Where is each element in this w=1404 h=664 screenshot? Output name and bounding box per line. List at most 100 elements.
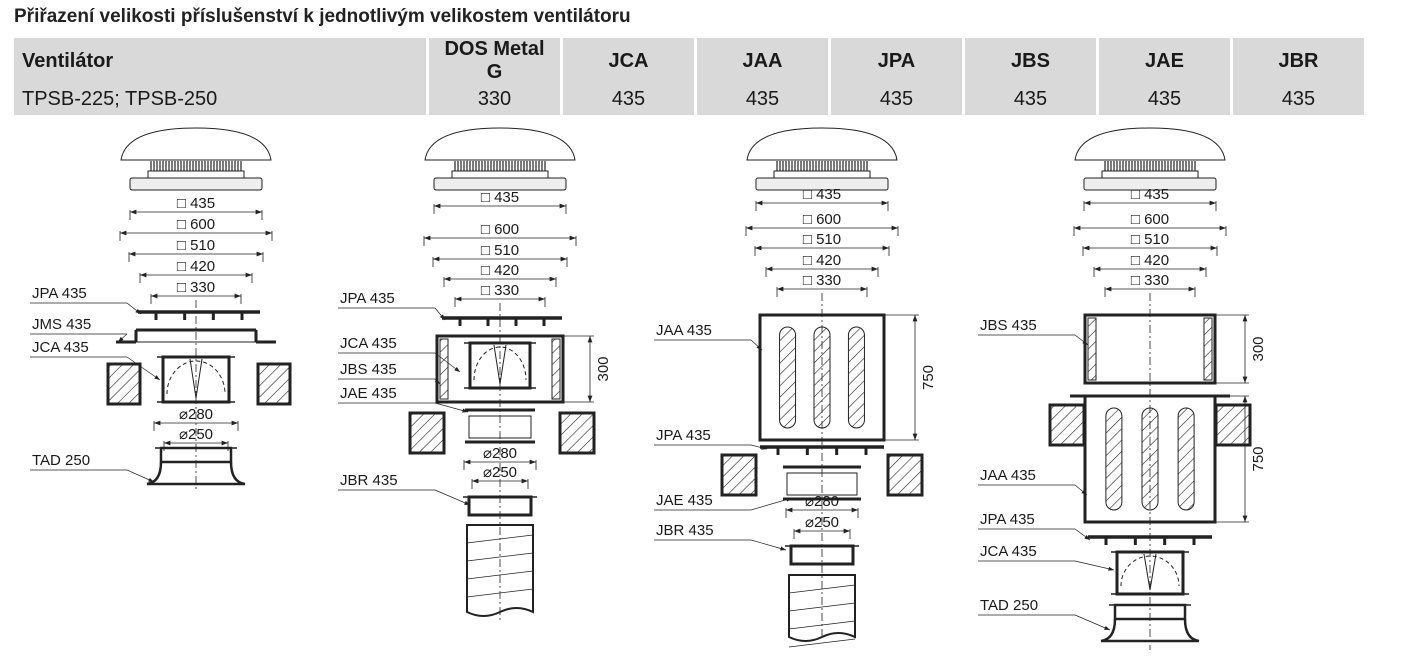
dim-300: 300: [595, 356, 612, 381]
dim-330: □ 330: [177, 279, 215, 296]
wall-section: [256, 362, 292, 406]
dim-d250: ⌀250: [483, 464, 517, 481]
tad-inlet-nozzle: [146, 461, 246, 486]
silencer-baffle: [847, 326, 865, 429]
leader-arrow: [1074, 560, 1115, 571]
component-label: JBR 435: [340, 472, 398, 489]
cell-jbr: 435: [1233, 84, 1364, 115]
dim-750: 750: [920, 365, 937, 390]
dim-750: 750: [1250, 446, 1267, 471]
dim-d250: ⌀250: [179, 426, 213, 443]
header-jae: JAE: [1099, 38, 1230, 84]
wall-section: [886, 453, 924, 497]
dim-d250: ⌀250: [805, 514, 839, 531]
leader-arrow: [434, 352, 461, 373]
component-label: JBR 435: [656, 522, 714, 539]
fan-base-plate: [433, 177, 567, 191]
header-fan: Ventilátor: [14, 38, 426, 84]
duct-hatch: [466, 570, 534, 580]
wall-section: [1214, 403, 1252, 447]
damper-blade: [1143, 553, 1157, 591]
dim-600: □ 600: [177, 216, 215, 233]
leader-arrow: [434, 489, 471, 506]
cell-jaa: 435: [697, 84, 828, 115]
dim-435: □ 435: [177, 195, 215, 212]
duct-hatch: [466, 534, 534, 544]
component-label: JAA 435: [980, 467, 1036, 484]
dim-510: □ 510: [481, 242, 519, 259]
leader-arrow: [126, 469, 155, 483]
damper-flap-icon: [166, 360, 226, 395]
base-frame-jbs: [435, 334, 565, 404]
leader-arrow: [750, 539, 787, 551]
base-frame-jbs: [1083, 313, 1217, 385]
page-title: Přiřazení velikosti příslušenství k jedn…: [14, 6, 631, 27]
component-label: JCA 435: [32, 339, 89, 356]
dim-420: □ 420: [1131, 252, 1169, 269]
silencer-baffle: [1141, 407, 1159, 511]
leader-arrow: [1074, 528, 1091, 541]
dim-600: □ 600: [1131, 211, 1169, 228]
cell-fan: TPSB-225; TPSB-250: [14, 84, 426, 115]
component-label: JBS 435: [980, 317, 1037, 334]
component-label: JMS 435: [32, 316, 91, 333]
duct-hatch: [788, 584, 856, 594]
component-label: TAD 250: [980, 597, 1038, 614]
duct-connector-jbr: [467, 495, 533, 517]
component-label: JPA 435: [32, 285, 87, 302]
accessory-size-table: Ventilátor DOS Metal G JCA JAA JPA JBS J…: [11, 38, 1367, 115]
header-jbs: JBS: [965, 38, 1096, 84]
component-label: JPA 435: [340, 290, 395, 307]
wall-section: [720, 453, 758, 497]
cell-jpa: 435: [831, 84, 962, 115]
component-label: JAA 435: [656, 322, 712, 339]
dim-435: □ 435: [1131, 186, 1169, 203]
wall-section: [1048, 403, 1086, 447]
component-label: JAE 435: [656, 492, 713, 509]
dim-510: □ 510: [1131, 231, 1169, 248]
dim-d280: ⌀280: [483, 445, 517, 462]
fan-base-plate: [755, 177, 889, 191]
header-jpa: JPA: [831, 38, 962, 84]
insulation: [551, 338, 561, 400]
component-label: JCA 435: [340, 335, 397, 352]
silencer-jaa: [1083, 394, 1217, 524]
insulation: [1203, 317, 1213, 381]
component-label: JPA 435: [656, 427, 711, 444]
leader-arrow: [750, 339, 763, 351]
leader-arrow: [117, 333, 128, 343]
dim-330: □ 330: [1131, 272, 1169, 289]
component-label: TAD 250: [32, 452, 90, 469]
table-row: TPSB-225; TPSB-250 330 435 435 435 435 4…: [14, 84, 1364, 115]
damper-flap-icon: [1120, 555, 1180, 587]
damper-blade: [189, 358, 203, 399]
air-duct: [788, 574, 856, 642]
fan-hood-icon: [120, 127, 272, 161]
dim-600: □ 600: [803, 211, 841, 228]
component-label: JPA 435: [980, 511, 1035, 528]
cell-jae: 435: [1099, 84, 1230, 115]
dim-300: 300: [1250, 336, 1267, 361]
table-header-row: Ventilátor DOS Metal G JCA JAA JPA JBS J…: [14, 38, 1364, 84]
header-dos-metal-g: DOS Metal G: [429, 38, 560, 84]
silencer-baffle: [1177, 407, 1195, 511]
leader-arrow: [1074, 484, 1088, 496]
component-label: JAE 435: [340, 385, 397, 402]
duct-hatch: [788, 602, 856, 612]
header-jca: JCA: [563, 38, 694, 84]
wall-section: [408, 411, 446, 455]
leader-arrow: [126, 302, 142, 315]
dim-435: □ 435: [803, 186, 841, 203]
cell-jca: 435: [563, 84, 694, 115]
dim-435: □ 435: [481, 189, 519, 206]
damper-flap-icon: [473, 346, 527, 381]
tad-collar: [159, 446, 233, 464]
silencer-baffle: [779, 326, 797, 429]
header-jbr: JBR: [1233, 38, 1364, 84]
duct-connector-jbr: [789, 544, 855, 566]
leader-arrow: [1074, 334, 1089, 346]
air-duct: [466, 524, 534, 617]
tad-inlet-nozzle: [1100, 618, 1200, 643]
leader-arrow: [434, 378, 441, 385]
wall-section: [106, 362, 142, 406]
